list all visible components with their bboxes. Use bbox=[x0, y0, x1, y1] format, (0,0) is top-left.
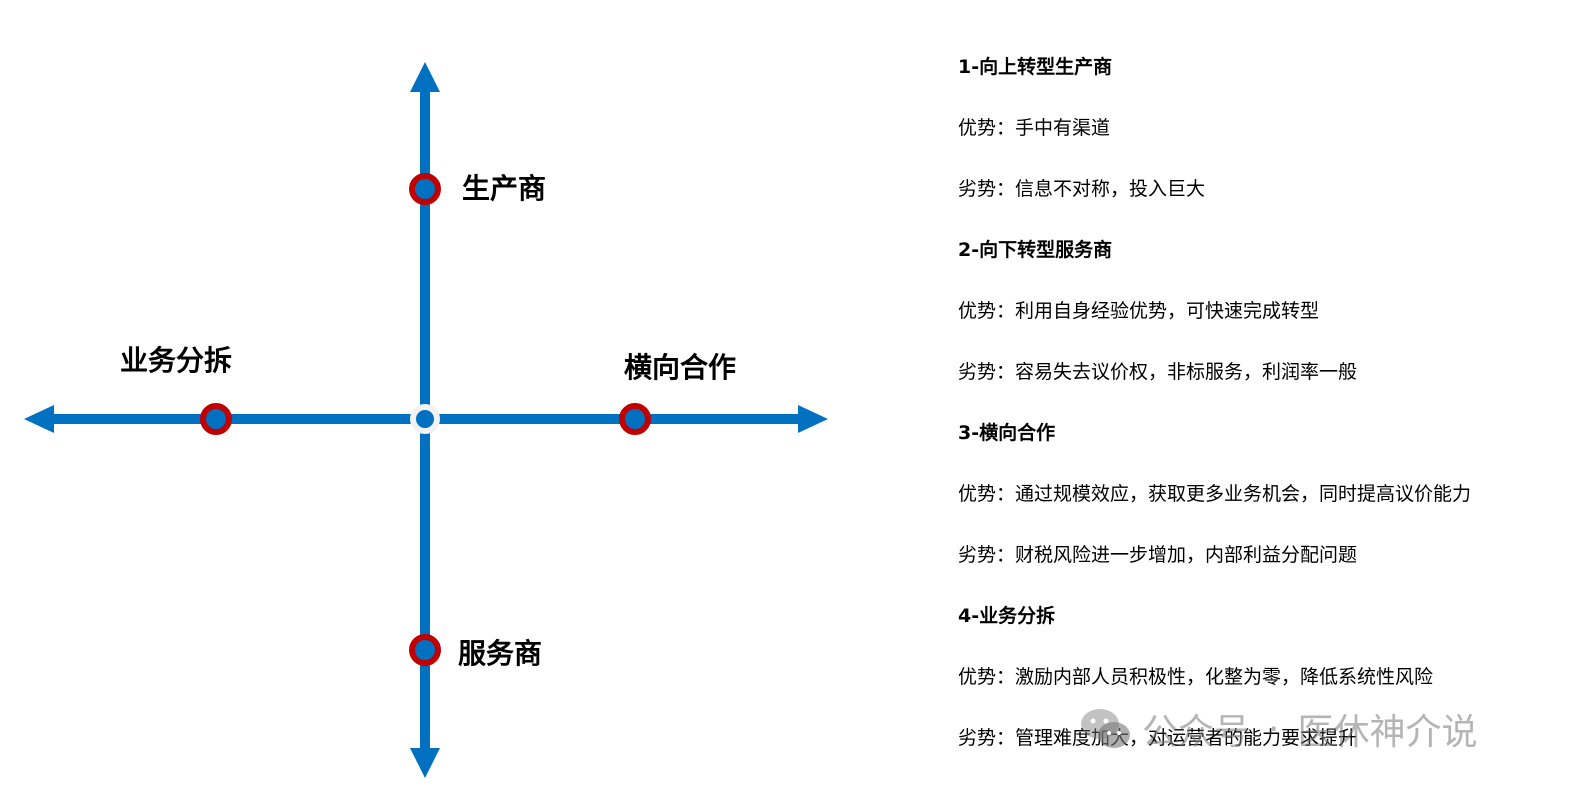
node-label-top: 生产商 bbox=[462, 172, 547, 205]
section-1-title: 1-向上转型生产商 bbox=[958, 56, 1113, 78]
arrowhead-down bbox=[410, 748, 440, 778]
node-label-left: 业务分拆 bbox=[120, 344, 233, 377]
arrowhead-left bbox=[24, 405, 54, 433]
arrowhead-right bbox=[798, 405, 828, 433]
section-4-disadvantage: 劣势：管理难度加大，对运营者的能力要求提升 bbox=[958, 727, 1358, 749]
arrowhead-up bbox=[410, 62, 440, 92]
node-bottom bbox=[409, 634, 441, 666]
section-2-title: 2-向下转型服务商 bbox=[958, 239, 1113, 261]
node-label-bottom: 服务商 bbox=[458, 637, 543, 670]
watermark-label: 公众号 bbox=[1142, 712, 1251, 753]
section-1-disadvantage: 劣势：信息不对称，投入巨大 bbox=[958, 178, 1206, 200]
node-right bbox=[619, 403, 651, 435]
node-center bbox=[410, 404, 440, 434]
wechat-icon bbox=[1081, 709, 1130, 748]
watermark: 公众号 · 医休神介说 bbox=[1080, 704, 1477, 754]
section-4-advantage: 优势：激励内部人员积极性，化整为零，降低系统性风险 bbox=[958, 666, 1434, 688]
section-3-disadvantage: 劣势：财税风险进一步增加，内部利益分配问题 bbox=[958, 544, 1358, 566]
section-2-disadvantage: 劣势：容易失去议价权，非标服务，利润率一般 bbox=[958, 361, 1358, 383]
watermark-account: 医休神介说 bbox=[1297, 712, 1478, 753]
section-4-title: 4-业务分拆 bbox=[958, 605, 1056, 627]
section-3-title: 3-横向合作 bbox=[958, 422, 1056, 444]
node-left bbox=[200, 403, 232, 435]
section-2-advantage: 优势：利用自身经验优势，可快速完成转型 bbox=[958, 300, 1320, 322]
watermark-separator: · bbox=[1268, 708, 1280, 750]
section-3-advantage: 优势：通过规模效应，获取更多业务机会，同时提高议价能力 bbox=[958, 483, 1472, 505]
axis-diagram bbox=[24, 62, 828, 778]
section-1-advantage: 优势：手中有渠道 bbox=[958, 117, 1111, 139]
node-label-right: 横向合作 bbox=[624, 351, 737, 384]
node-top bbox=[409, 173, 441, 205]
